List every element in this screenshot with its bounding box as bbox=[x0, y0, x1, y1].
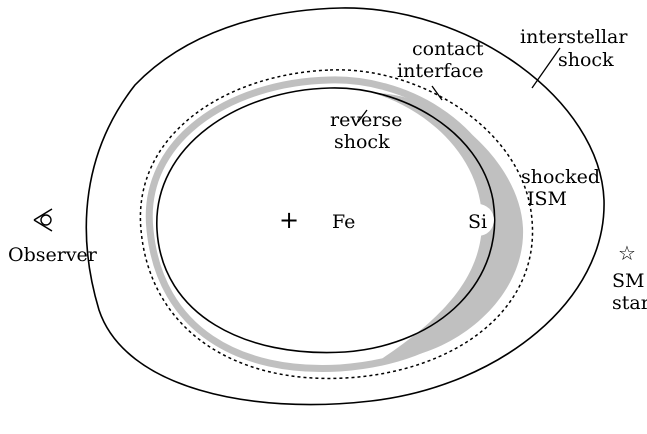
reverse-shock-curve bbox=[156, 87, 496, 354]
ism-label: ISM bbox=[527, 188, 567, 210]
eye-icon bbox=[33, 208, 53, 232]
interface-label: interface bbox=[397, 60, 484, 82]
shock-label-inner: shock bbox=[334, 131, 390, 153]
contact-interface-curve bbox=[139, 69, 534, 380]
shocked-label: shocked bbox=[521, 166, 600, 188]
fe-label: Fe bbox=[332, 211, 355, 233]
star-icon: ☆ bbox=[618, 241, 636, 265]
ejecta-band bbox=[145, 76, 510, 373]
observer-label: Observer bbox=[8, 244, 98, 266]
interstellar-pointer-line bbox=[531, 47, 561, 89]
reverse-pointer-line bbox=[357, 109, 368, 123]
interstellar-label: interstellar bbox=[520, 26, 628, 48]
silicon-marker-circle bbox=[462, 204, 494, 236]
si-label: Si bbox=[468, 211, 487, 233]
center-mark: + bbox=[279, 206, 299, 234]
interstellar-shock-curve bbox=[85, 7, 605, 406]
shock-label-outer: shock bbox=[558, 49, 614, 71]
contact-label: contact bbox=[412, 38, 484, 60]
shocked-ejecta-region bbox=[373, 92, 524, 360]
reverse-label: reverse bbox=[330, 109, 402, 131]
sm-label: SM bbox=[612, 270, 644, 292]
star-label: star bbox=[612, 292, 647, 314]
contact-pointer-line bbox=[431, 85, 443, 101]
